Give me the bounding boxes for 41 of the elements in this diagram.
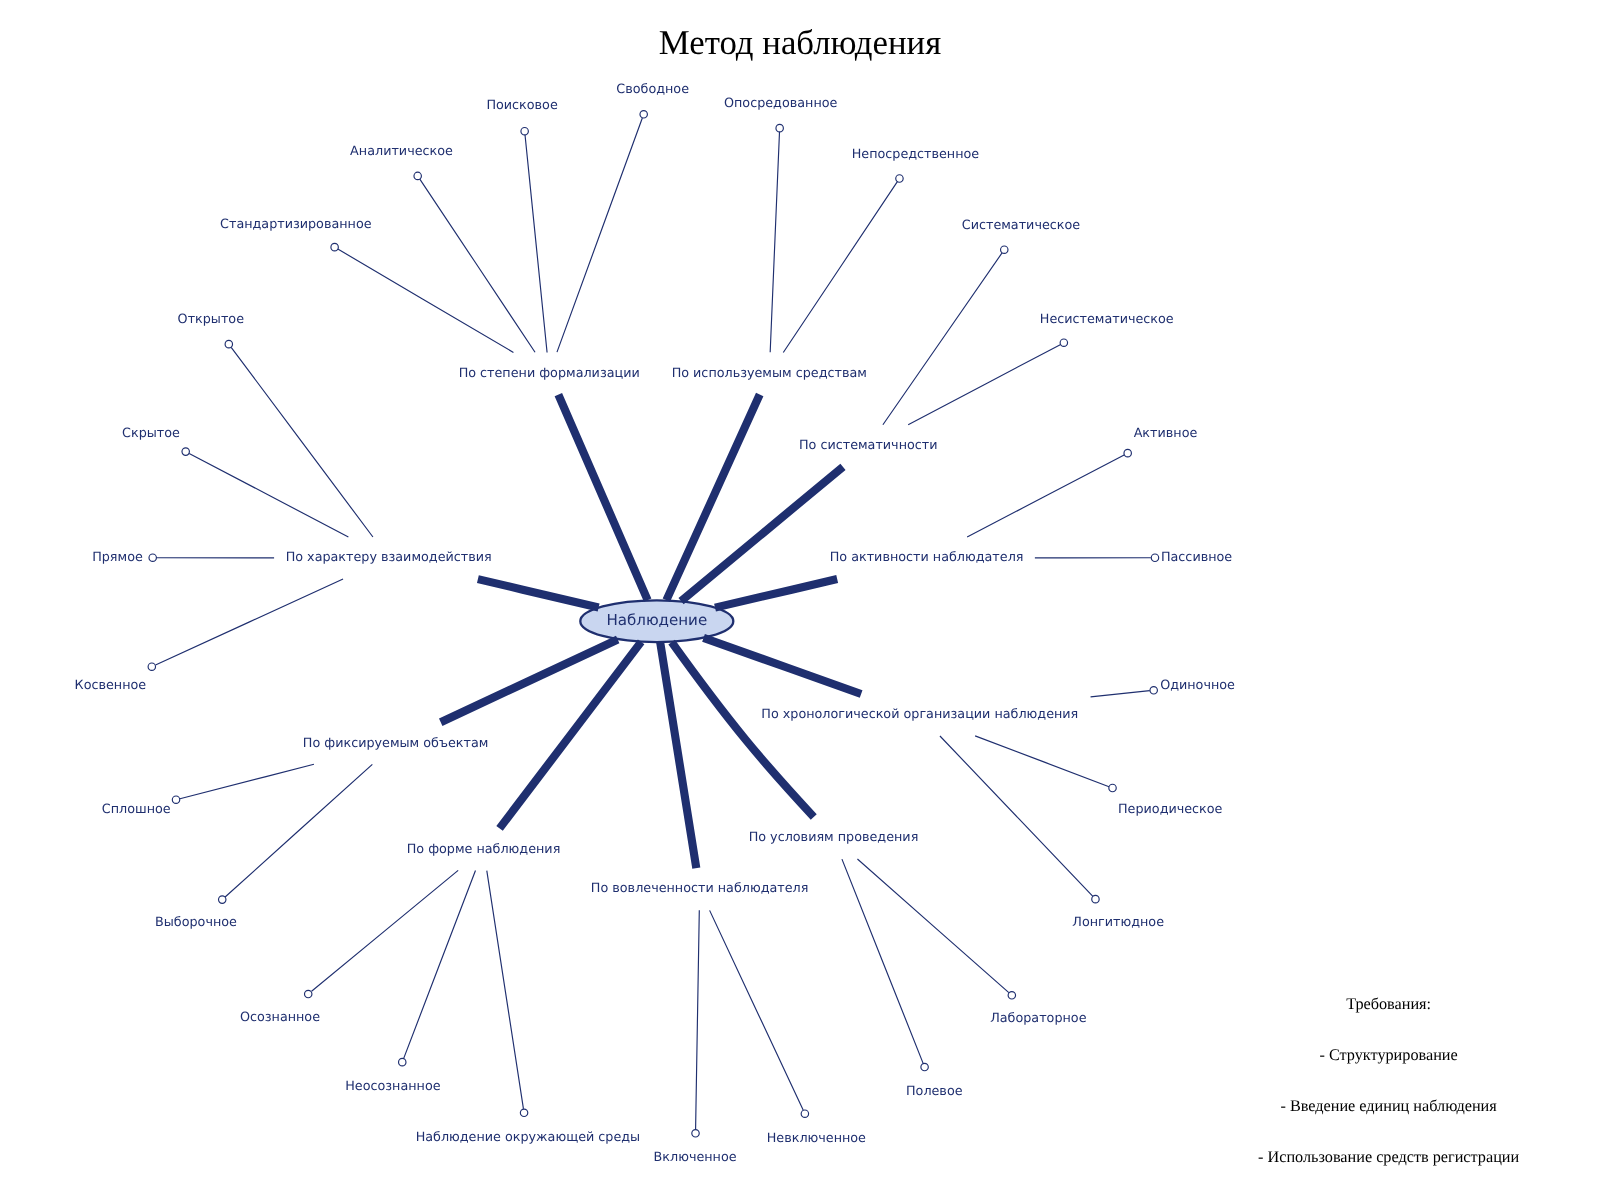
connector — [662, 392, 764, 602]
connector — [907, 338, 1069, 426]
connector — [486, 870, 529, 1118]
connector — [303, 869, 459, 999]
connector — [171, 763, 315, 804]
connector — [147, 578, 344, 671]
connector — [714, 575, 839, 612]
connector — [413, 171, 536, 353]
connector — [554, 392, 652, 602]
connector — [882, 245, 1009, 426]
connector — [974, 735, 1117, 793]
connector — [181, 447, 349, 538]
connector — [439, 635, 620, 726]
connector — [856, 858, 1017, 1000]
connector — [656, 641, 701, 869]
connector — [217, 763, 373, 904]
connector — [782, 174, 904, 354]
label: - Введение единиц наблюдения — [1280, 1097, 1497, 1116]
connector — [148, 553, 275, 563]
connector — [397, 869, 477, 1067]
connector — [520, 126, 548, 354]
connector — [769, 123, 784, 353]
connector — [966, 448, 1132, 538]
label: - Использование средств регистрации — [1258, 1148, 1520, 1167]
connector — [496, 639, 645, 831]
connector — [224, 339, 374, 538]
connector — [939, 735, 1100, 904]
connector — [1090, 685, 1158, 698]
diagram-title: Метод наблюдения — [658, 21, 942, 62]
label: Требования: — [1346, 995, 1432, 1014]
connector — [330, 242, 515, 353]
connector — [691, 909, 700, 1138]
label: - Структурирование — [1319, 1046, 1458, 1065]
connector — [709, 909, 810, 1118]
connector — [841, 858, 929, 1072]
connector — [476, 575, 600, 612]
connector — [1034, 553, 1160, 563]
connector — [678, 463, 846, 605]
connector — [668, 639, 817, 820]
connector — [556, 109, 648, 353]
connector — [702, 634, 863, 698]
